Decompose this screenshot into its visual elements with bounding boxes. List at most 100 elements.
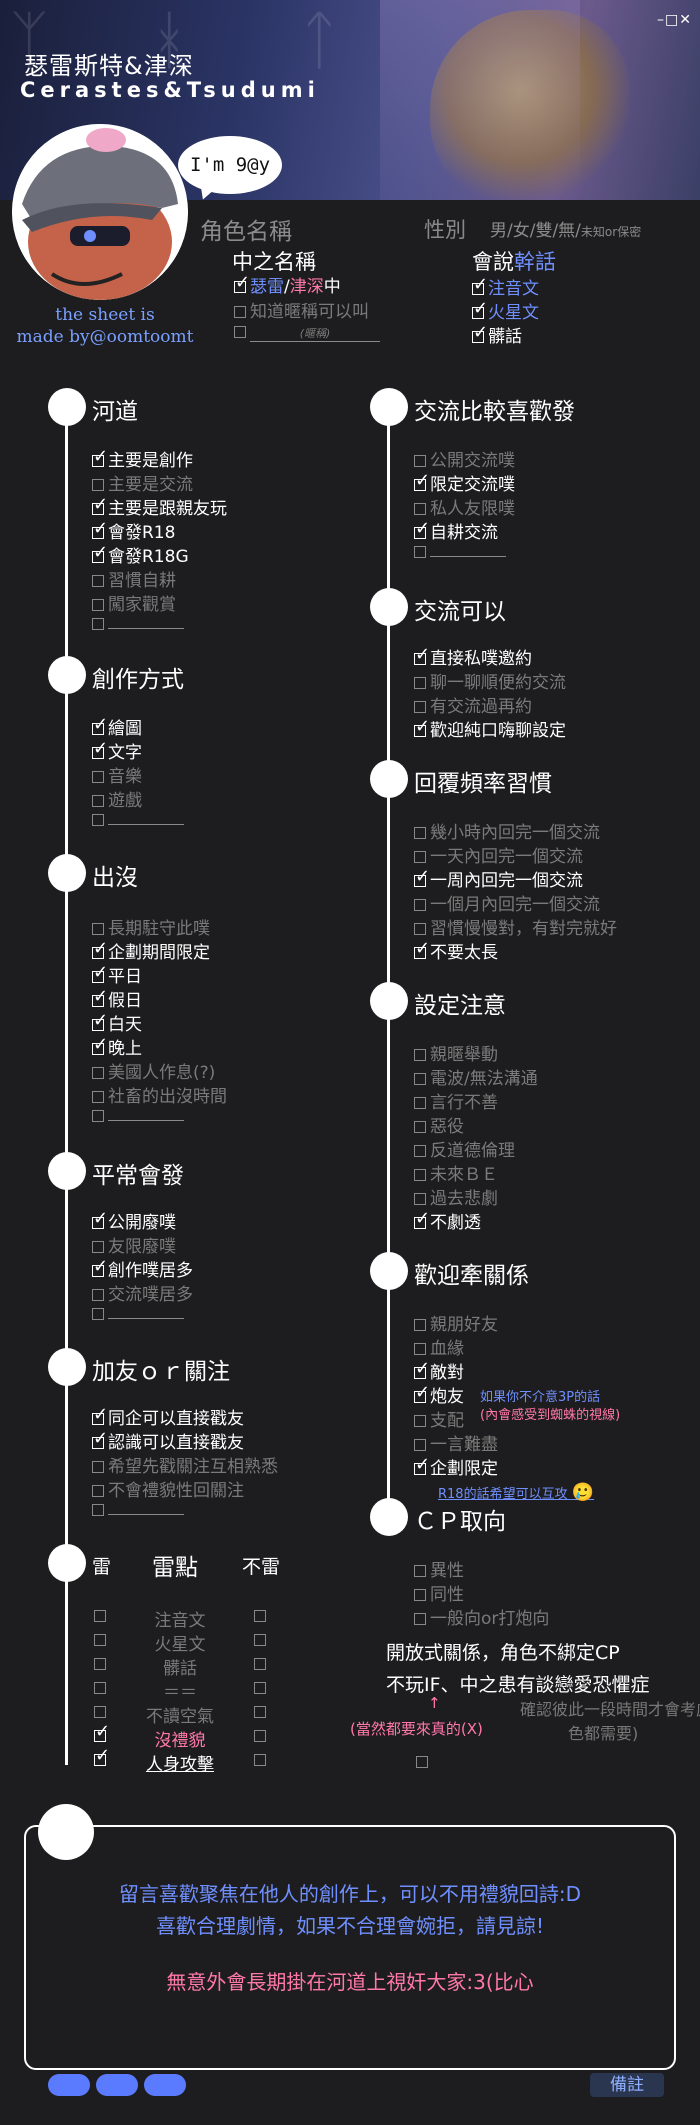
checkbox-unchecked[interactable] <box>414 455 426 467</box>
not-mine-checkbox[interactable] <box>254 1706 266 1718</box>
checkbox-checked[interactable] <box>414 866 430 887</box>
active-option[interactable]: 美國人作息(?) <box>92 1058 215 1083</box>
note-option[interactable]: 言行不善 <box>414 1088 498 1113</box>
ok-option[interactable]: 直接私噗邀約 <box>414 644 532 669</box>
checkbox-unchecked[interactable] <box>414 1169 426 1181</box>
checkbox-unchecked[interactable] <box>414 1415 426 1427</box>
prefer-blank-option[interactable] <box>414 542 506 562</box>
checkbox-unchecked[interactable] <box>414 1343 426 1355</box>
checkbox-unchecked[interactable] <box>92 1067 104 1079</box>
checkbox-unchecked[interactable] <box>92 1110 104 1122</box>
active-option[interactable]: 社畜的出沒時間 <box>92 1082 227 1107</box>
post-option[interactable]: 公開廢噗 <box>92 1208 176 1233</box>
reply-option[interactable]: 幾小時內回完一個交流 <box>414 818 600 843</box>
checkbox-unchecked[interactable] <box>92 1241 104 1253</box>
prefer-option[interactable]: 限定交流噗 <box>414 470 515 495</box>
checkbox-unchecked[interactable] <box>414 899 426 911</box>
note-option[interactable]: 過去悲劇 <box>414 1184 498 1209</box>
page-dot-3[interactable] <box>144 2074 186 2096</box>
checkbox-checked[interactable] <box>472 322 488 343</box>
nick-option-3[interactable]: (暱稱) <box>234 322 380 342</box>
checkbox-unchecked[interactable] <box>414 1097 426 1109</box>
not-mine-checkbox[interactable] <box>254 1610 266 1622</box>
note-option[interactable]: 電波/無法溝通 <box>414 1064 538 1089</box>
active-option[interactable]: 白天 <box>92 1010 142 1035</box>
mine-checkbox-unchecked[interactable] <box>94 1610 106 1622</box>
checkbox-checked[interactable] <box>414 470 430 491</box>
create-blank-option[interactable] <box>92 810 184 830</box>
checkbox-unchecked[interactable] <box>92 923 104 935</box>
hedao-option[interactable]: 主要是跟親友玩 <box>92 494 227 519</box>
active-option[interactable]: 假日 <box>92 986 142 1011</box>
note-option[interactable]: 未來ＢＥ <box>414 1160 498 1185</box>
prefer-option[interactable]: 公開交流噗 <box>414 446 515 471</box>
speak-option-1[interactable]: 注音文 <box>472 274 539 299</box>
note-option[interactable]: 惡役 <box>414 1112 464 1137</box>
checkbox-unchecked[interactable] <box>414 701 426 713</box>
checkbox-unchecked[interactable] <box>414 1145 426 1157</box>
create-option[interactable]: 繪圖 <box>92 714 142 739</box>
checkbox-unchecked[interactable] <box>414 851 426 863</box>
speak-option-3[interactable]: 髒話 <box>472 322 522 347</box>
hedao-option[interactable]: 主要是交流 <box>92 470 193 495</box>
checkbox-unchecked[interactable] <box>92 771 104 783</box>
note-option[interactable]: 親暱舉動 <box>414 1040 498 1065</box>
reply-option[interactable]: 一周內回完一個交流 <box>414 866 583 891</box>
speak-option-2[interactable]: 火星文 <box>472 298 539 323</box>
checkbox-unchecked[interactable] <box>234 306 246 318</box>
reply-option[interactable]: 一天內回完一個交流 <box>414 842 583 867</box>
checkbox-unchecked[interactable] <box>414 546 426 558</box>
hedao-option[interactable]: 會發R18 <box>92 518 175 543</box>
friend-option[interactable]: 認識可以直接戳友 <box>92 1428 244 1453</box>
checkbox-checked[interactable] <box>414 1358 430 1379</box>
rel-option[interactable]: 支配 <box>414 1406 464 1431</box>
sheet-credit[interactable]: the sheet is made by@oomtoomt <box>10 304 200 348</box>
ok-option[interactable]: 歡迎純口嗨聊設定 <box>414 716 566 741</box>
checkbox-unchecked[interactable] <box>92 1308 104 1320</box>
checkbox-checked[interactable] <box>92 1034 108 1055</box>
note-option[interactable]: 反道德倫理 <box>414 1136 515 1161</box>
checkbox-unchecked[interactable] <box>414 1565 426 1577</box>
checkbox-unchecked[interactable] <box>414 1613 426 1625</box>
nick-option-1[interactable]: 瑟雷/津深中 <box>234 272 341 297</box>
checkbox-unchecked[interactable] <box>234 326 246 338</box>
checkbox-unchecked[interactable] <box>414 1319 426 1331</box>
checkbox-unchecked[interactable] <box>92 575 104 587</box>
checkbox-unchecked[interactable] <box>414 1589 426 1601</box>
ok-option[interactable]: 有交流過再約 <box>414 692 532 717</box>
mine-checkbox-unchecked[interactable] <box>94 1658 106 1670</box>
not-mine-checkbox[interactable] <box>254 1730 266 1742</box>
hedao-option[interactable]: 闖家觀賞 <box>92 590 176 615</box>
checkbox-checked[interactable] <box>414 1382 430 1403</box>
post-option[interactable]: 友限廢噗 <box>92 1232 176 1257</box>
nick-option-2[interactable]: 知道暱稱可以叫 <box>234 297 369 322</box>
checkbox-checked[interactable] <box>92 1208 108 1229</box>
not-mine-checkbox[interactable] <box>254 1754 266 1766</box>
checkbox-unchecked[interactable] <box>414 827 426 839</box>
checkbox-checked[interactable] <box>92 714 108 735</box>
checkbox-unchecked[interactable] <box>414 1193 426 1205</box>
mine-checkbox-unchecked[interactable] <box>94 1634 106 1646</box>
not-mine-checkbox[interactable] <box>254 1658 266 1670</box>
not-mine-checkbox[interactable] <box>254 1682 266 1694</box>
checkbox-checked[interactable] <box>92 494 108 515</box>
rel-option[interactable]: 敵對 <box>414 1358 464 1383</box>
checkbox-checked[interactable] <box>92 518 108 539</box>
mine-checkbox-checked[interactable] <box>94 1745 110 1766</box>
checkbox-checked[interactable] <box>92 938 108 959</box>
checkbox-unchecked[interactable] <box>414 1073 426 1085</box>
checkbox-checked[interactable] <box>92 446 108 467</box>
hedao-option[interactable]: 會發R18G <box>92 542 189 567</box>
prefer-option[interactable]: 自耕交流 <box>414 518 498 543</box>
checkbox-checked[interactable] <box>414 938 430 959</box>
reply-option[interactable]: 習慣慢慢對，有對完就好 <box>414 914 617 939</box>
reply-option[interactable]: 不要太長 <box>414 938 498 963</box>
checkbox-unchecked[interactable] <box>414 1049 426 1061</box>
checkbox-checked[interactable] <box>92 738 108 759</box>
checkbox-unchecked[interactable] <box>92 1461 104 1473</box>
window-controls[interactable]: –□✕ <box>657 12 692 28</box>
create-option[interactable]: 遊戲 <box>92 786 142 811</box>
reply-option[interactable]: 一個月內回完一個交流 <box>414 890 600 915</box>
checkbox-checked[interactable] <box>92 986 108 1007</box>
create-option[interactable]: 音樂 <box>92 762 142 787</box>
